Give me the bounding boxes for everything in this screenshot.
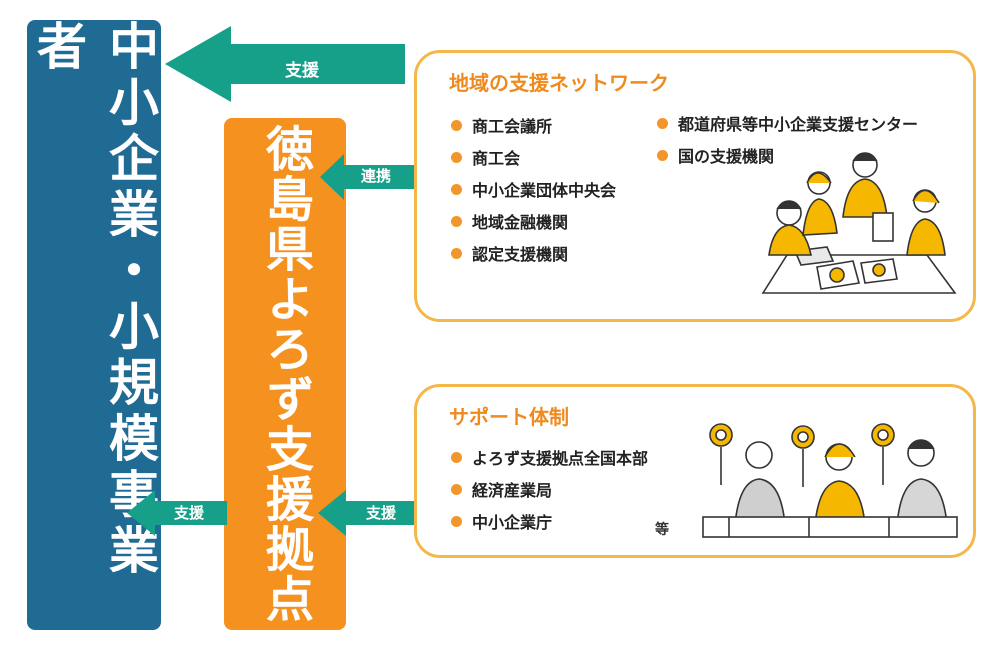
list-item: 国の支援機関: [657, 139, 918, 171]
list-item: 経済産業局: [451, 473, 648, 505]
sme-label: 中小企業・小規模事業者: [29, 20, 159, 580]
list-item: 商工会議所: [451, 109, 616, 141]
bullet-icon: [657, 149, 668, 161]
network-title: 地域の支援ネットワーク: [449, 71, 669, 95]
bullet-icon: [451, 183, 462, 195]
top-support-label: 支援: [285, 61, 319, 81]
support-title: サポート体制: [449, 405, 569, 429]
panel-people-illustration: [702, 423, 958, 538]
support-panel: サポート体制 よろず支援拠点全国本部 経済産業局 中小企業庁: [414, 384, 976, 558]
bottom-left-support-arrow: [127, 490, 227, 536]
list-item: 中小企業庁: [451, 505, 648, 537]
etc-label: 等: [655, 522, 669, 538]
meeting-illustration: [761, 152, 957, 294]
renkei-arrow: [320, 154, 444, 200]
bullet-icon: [451, 119, 462, 131]
network-list-left: 商工会議所 商工会 中小企業団体中央会 地域金融機関 認定支援機関: [451, 109, 616, 269]
list-item: 商工会: [451, 141, 616, 173]
list-item: 認定支援機関: [451, 237, 616, 269]
yorozu-label: 徳島県よろず支援拠点: [257, 124, 313, 624]
renkei-label: 連携: [361, 167, 392, 185]
bullet-icon: [657, 117, 668, 129]
network-panel: 地域の支援ネットワーク 商工会議所 商工会 中小企業団体中央会 地域金融機関 認…: [414, 50, 976, 322]
list-item: 地域金融機関: [451, 205, 616, 237]
bullet-icon: [451, 483, 462, 495]
bullet-icon: [451, 247, 462, 259]
list-item: 中小企業団体中央会: [451, 173, 616, 205]
bottom-right-support-arrow: [318, 490, 418, 536]
yorozu-box: 徳島県よろず支援拠点: [224, 118, 346, 630]
list-item: 都道府県等中小企業支援センター: [657, 107, 918, 139]
bullet-icon: [451, 515, 462, 527]
bullet-icon: [451, 215, 462, 227]
sme-box: 中小企業・小規模事業者: [27, 20, 161, 630]
network-list-right: 都道府県等中小企業支援センター 国の支援機関: [657, 107, 918, 171]
bottom-right-support-label: 支援: [366, 504, 397, 522]
bottom-left-support-label: 支援: [174, 504, 205, 522]
top-support-arrow: [165, 26, 405, 102]
bullet-icon: [451, 451, 462, 463]
list-item: よろず支援拠点全国本部: [451, 441, 648, 473]
support-list: よろず支援拠点全国本部 経済産業局 中小企業庁: [451, 441, 648, 537]
bullet-icon: [451, 151, 462, 163]
